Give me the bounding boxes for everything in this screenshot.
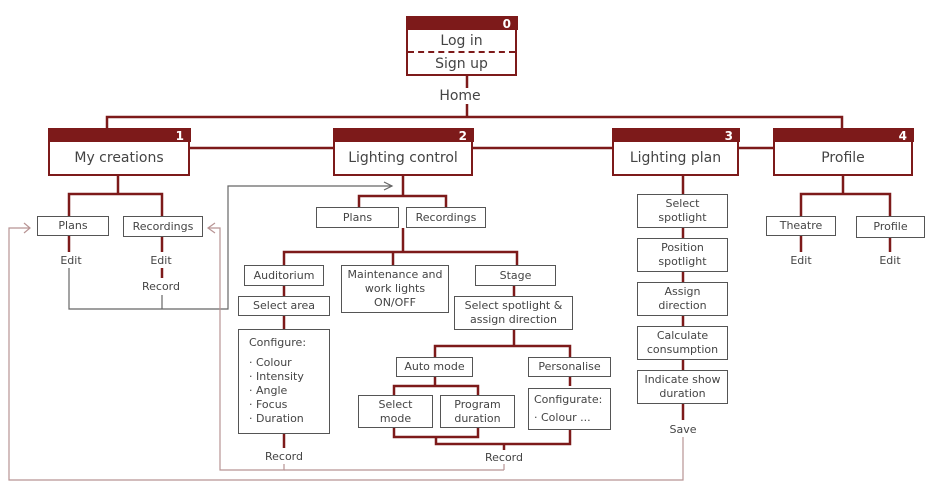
home-label[interactable]: Home: [437, 88, 483, 104]
step-assign-direction[interactable]: Assign direction: [637, 282, 728, 316]
auditorium-configure-panel[interactable]: Configure: · Colour · Intensity · Angle …: [238, 329, 330, 434]
section-number: 2: [458, 129, 467, 143]
step-select-spotlight[interactable]: Select spotlight: [637, 194, 728, 228]
profile-profile[interactable]: Profile: [856, 216, 925, 238]
program-duration-node[interactable]: Program duration: [440, 395, 515, 428]
step-indicate-show-duration[interactable]: Indicate show duration: [637, 370, 728, 404]
root-node-header: [405, 15, 518, 30]
lighting-plan-save-action[interactable]: Save: [667, 423, 699, 436]
step-position-spotlight[interactable]: Position spotlight: [637, 238, 728, 272]
my-creations-plans[interactable]: Plans: [37, 216, 109, 236]
section-number: 1: [175, 129, 184, 143]
select-area-node[interactable]: Select area: [238, 296, 330, 316]
my-creations-recordings[interactable]: Recordings: [123, 216, 203, 237]
configurate-item-colour: · Colour ...: [534, 411, 591, 424]
theatre-edit-action[interactable]: Edit: [788, 254, 814, 267]
stage-configurate-panel[interactable]: Configurate: · Colour ...: [528, 388, 611, 430]
stage-record-action[interactable]: Record: [482, 451, 526, 464]
section-title: Lighting plan: [629, 149, 722, 166]
select-mode-node[interactable]: Select mode: [358, 395, 433, 428]
plans-edit-action[interactable]: Edit: [58, 254, 84, 267]
lighting-control-plans[interactable]: Plans: [316, 207, 399, 228]
configure-item-focus: · Focus: [249, 398, 288, 411]
section-header-bar: [47, 127, 191, 142]
section-title: Lighting control: [348, 149, 458, 166]
profile-theatre[interactable]: Theatre: [766, 216, 836, 236]
configure-title: Configure:: [249, 336, 307, 349]
root-node-number: 0: [502, 17, 511, 31]
select-spotlight-direction-node[interactable]: Select spotlight & assign direction: [454, 296, 573, 330]
lighting-control-recordings[interactable]: Recordings: [406, 207, 486, 228]
section-header-bar: [772, 127, 914, 142]
signup-item[interactable]: Sign up: [435, 55, 488, 72]
section-lighting-control[interactable]: 2 Lighting control: [332, 127, 474, 176]
step-calculate-consumption[interactable]: Calculate consumption: [637, 326, 728, 360]
configure-item-intensity: · Intensity: [249, 370, 304, 383]
recordings-edit-action[interactable]: Edit: [148, 254, 174, 267]
section-number: 4: [898, 129, 907, 143]
auditorium-record-action[interactable]: Record: [262, 450, 306, 463]
section-lighting-plan[interactable]: 3 Lighting plan: [611, 127, 740, 176]
configure-item-colour: · Colour: [249, 356, 292, 369]
profile-edit-action[interactable]: Edit: [877, 254, 903, 267]
section-header-bar: [611, 127, 740, 142]
configure-item-angle: · Angle: [249, 384, 288, 397]
root-node: 0 Log in Sign up: [405, 15, 518, 76]
configure-item-duration: · Duration: [249, 412, 304, 425]
personalise-node[interactable]: Personalise: [528, 357, 611, 377]
auditorium-node[interactable]: Auditorium: [244, 265, 324, 286]
configurate-title: Configurate:: [534, 393, 603, 406]
section-my-creations[interactable]: 1 My creations: [47, 127, 191, 176]
section-number: 3: [724, 129, 733, 143]
login-item[interactable]: Log in: [408, 30, 515, 53]
maintenance-node[interactable]: Maintenance and work lights ON/OFF: [341, 265, 449, 313]
auto-mode-node[interactable]: Auto mode: [396, 357, 473, 377]
recordings-record-action[interactable]: Record: [139, 280, 183, 293]
section-title: Profile: [821, 149, 865, 166]
section-profile[interactable]: 4 Profile: [772, 127, 914, 176]
stage-node[interactable]: Stage: [475, 265, 556, 286]
section-title: My creations: [74, 149, 164, 166]
section-header-bar: [332, 127, 474, 142]
